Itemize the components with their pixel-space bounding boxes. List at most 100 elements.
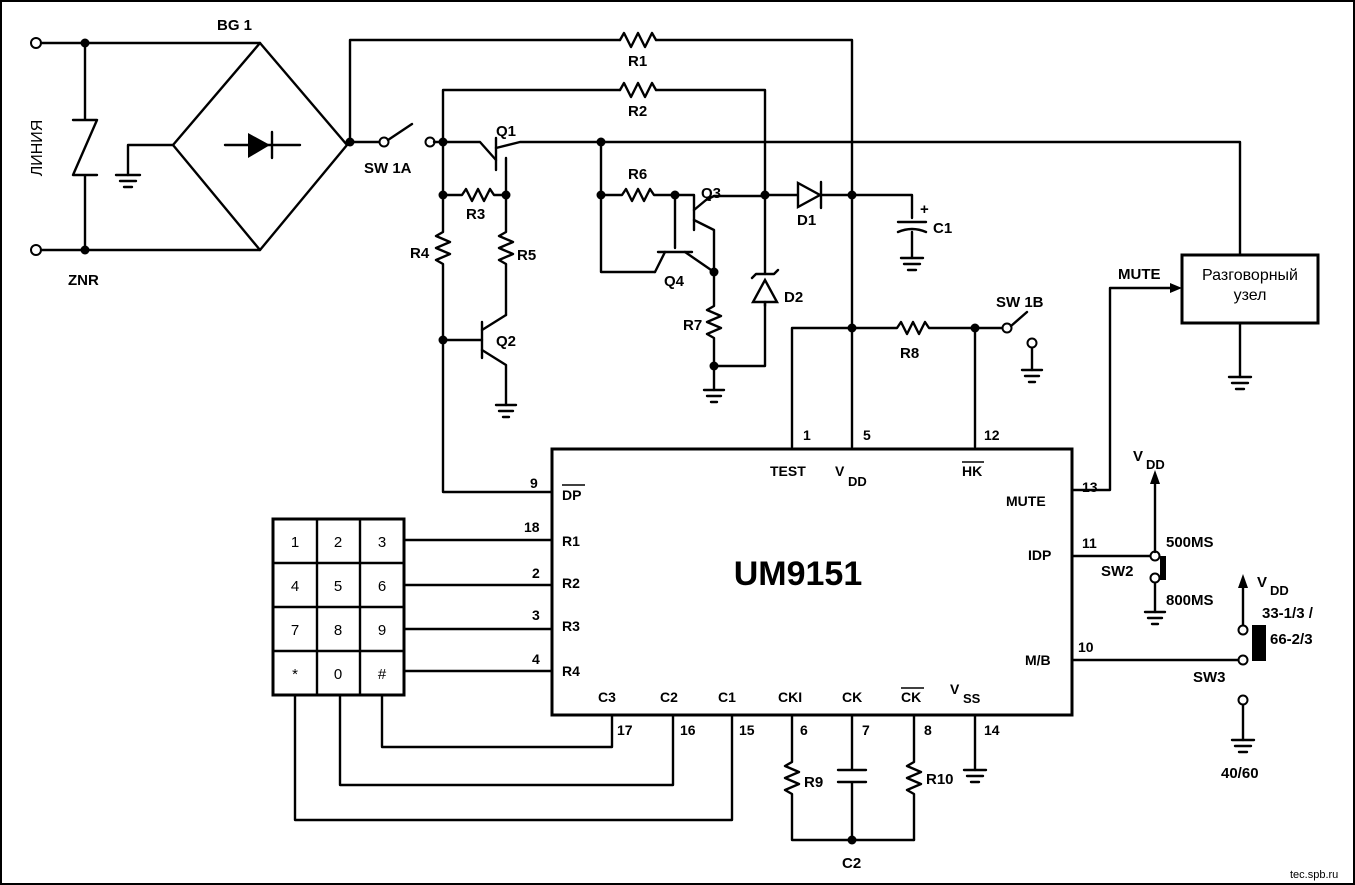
speech-unit-label-line1: Разговорный <box>1202 267 1298 284</box>
line-terminal-bottom <box>30 244 42 256</box>
sw2-switch: V DD 500MS SW2 800MS <box>1070 448 1214 626</box>
pin-label-mb: M/B <box>1025 652 1051 668</box>
r5-label: R5 <box>517 247 536 264</box>
line-input: ЛИНИЯ ZNR <box>29 37 262 289</box>
pin-label-vss-sub: SS <box>963 691 981 706</box>
sw3-opt2-label: 66-2/3 <box>1270 631 1313 648</box>
key-star[interactable]: * <box>292 666 298 683</box>
pin-num-6: 6 <box>800 722 808 738</box>
r4-label: R4 <box>410 245 430 262</box>
d2-label: D2 <box>784 289 803 306</box>
watermark: tec.spb.ru <box>1290 869 1338 881</box>
key-7[interactable]: 7 <box>291 622 299 639</box>
pin-label-r3: R3 <box>562 618 580 634</box>
chip-body <box>550 447 1074 717</box>
c1-label: C1 <box>933 220 952 237</box>
vdd1-sub-label: DD <box>1146 457 1165 472</box>
sw3-opt3-label: 40/60 <box>1221 765 1259 782</box>
key-0[interactable]: 0 <box>334 666 342 683</box>
pin-label-vdd: V <box>835 463 845 479</box>
key-8[interactable]: 8 <box>334 622 342 639</box>
r1-label: R1 <box>628 53 647 70</box>
r3-label: R3 <box>466 206 485 223</box>
clock-network: R9 C2 R10 <box>783 713 988 872</box>
r9-label: R9 <box>804 774 823 791</box>
pin-label-mute: MUTE <box>1006 493 1046 509</box>
pin-label-cki: CKI <box>778 689 802 705</box>
sw3-label: SW3 <box>1193 669 1226 686</box>
key-4[interactable]: 4 <box>291 578 299 595</box>
vdd2-label: V <box>1257 574 1267 591</box>
speech-unit-box <box>1180 253 1320 325</box>
pin-num-3: 3 <box>532 607 540 623</box>
pin-num-5: 5 <box>863 427 871 443</box>
pin-label-vss: V <box>950 681 960 697</box>
sw1a-switch: SW 1A <box>348 122 445 177</box>
pin-num-16: 16 <box>680 722 696 738</box>
q1-label: Q1 <box>496 123 516 140</box>
pin-num-13: 13 <box>1082 479 1098 495</box>
r6-label: R6 <box>628 166 647 183</box>
d1-label: D1 <box>797 212 816 229</box>
sw1b-label: SW 1B <box>996 294 1044 311</box>
r8-label: R8 <box>900 345 919 362</box>
key-6[interactable]: 6 <box>378 578 386 595</box>
key-9[interactable]: 9 <box>378 622 386 639</box>
c1-plus-label: + <box>920 201 929 218</box>
sw2-opt2-label: 800MS <box>1166 592 1214 609</box>
diode-bridge: BG 1 <box>114 17 355 252</box>
pin-num-4: 4 <box>532 651 540 667</box>
keypad: 1 2 3 4 5 6 7 8 9 * 0 # <box>271 517 734 822</box>
pin-label-c1: C1 <box>718 689 736 705</box>
bridge-label: BG 1 <box>217 17 252 34</box>
pin-num-7: 7 <box>862 722 870 738</box>
pin-label-vdd-sub: DD <box>848 474 867 489</box>
pin-num-12: 12 <box>984 427 1000 443</box>
pin-num-1: 1 <box>803 427 811 443</box>
speech-unit-label-line2: узел <box>1234 287 1267 304</box>
pin-num-8: 8 <box>924 722 932 738</box>
pin-num-10: 10 <box>1078 639 1094 655</box>
q3-label: Q3 <box>701 185 721 202</box>
pin-label-c3: C3 <box>598 689 616 705</box>
key-5[interactable]: 5 <box>334 578 342 595</box>
pin-label-r2: R2 <box>562 575 580 591</box>
sw3-switch: V DD 33-1/3 / 66-2/3 SW3 40/60 <box>1070 574 1314 782</box>
regulator-stage: R6 Q3 Q4 R7 D2 D1 <box>596 140 952 404</box>
speech-unit: Разговорный узел MUTE <box>1070 253 1320 492</box>
sw1a-label: SW 1A <box>364 160 412 177</box>
pin-num-18: 18 <box>524 519 540 535</box>
q2-label: Q2 <box>496 333 516 350</box>
pin-label-hk: HK <box>962 463 982 479</box>
vdd-hook-stage: R8 SW 1B <box>790 294 1044 449</box>
q4-label: Q4 <box>664 273 685 290</box>
key-hash[interactable]: # <box>378 666 387 683</box>
pin-num-15: 15 <box>739 722 755 738</box>
line-terminal-top <box>30 37 42 49</box>
top-rail: R1 R2 <box>348 31 854 449</box>
um9151-chip: UM9151 9 DP 18 R1 2 R2 3 R3 4 R4 1 TEST … <box>524 427 1098 738</box>
sw2-label: SW2 <box>1101 563 1134 580</box>
pin-label-ck: CK <box>842 689 862 705</box>
mute-line-label: MUTE <box>1118 266 1161 283</box>
pin-num-14: 14 <box>984 722 1000 738</box>
pin-label-dp: DP <box>562 487 581 503</box>
pin-num-2: 2 <box>532 565 540 581</box>
pin-label-test: TEST <box>770 463 806 479</box>
pin-num-17: 17 <box>617 722 633 738</box>
key-3[interactable]: 3 <box>378 534 386 551</box>
pin-num-11: 11 <box>1082 535 1097 551</box>
vdd1-label: V <box>1133 448 1143 465</box>
c2-label: C2 <box>842 855 861 872</box>
r7-label: R7 <box>683 317 702 334</box>
znr-label: ZNR <box>68 272 99 289</box>
chip-name: UM9151 <box>734 555 863 593</box>
key-1[interactable]: 1 <box>291 534 299 551</box>
vdd2-sub-label: DD <box>1270 583 1289 598</box>
pin-num-9: 9 <box>530 475 538 491</box>
key-2[interactable]: 2 <box>334 534 342 551</box>
pin-label-c2: C2 <box>660 689 678 705</box>
pin-label-ck-bar: CK <box>901 689 921 705</box>
r10-label: R10 <box>926 771 954 788</box>
